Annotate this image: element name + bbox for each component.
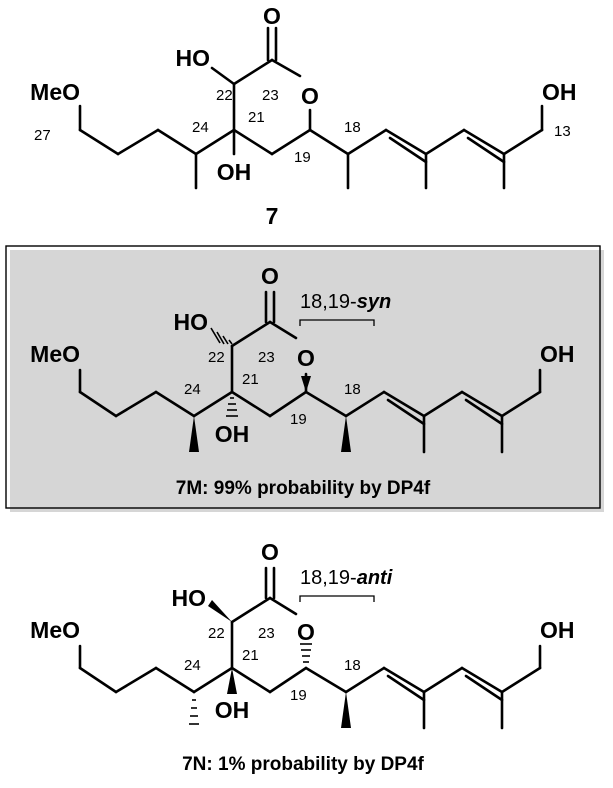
wedge-bond-c22-oh [208, 600, 232, 622]
methoxy-label-7n: MeO [30, 617, 80, 643]
locant-13: 13 [554, 123, 571, 140]
wedge-bond-c21-oh [227, 668, 237, 694]
carbonyl-oxygen-label-7n: O [261, 539, 279, 565]
locant-24-7m: 24 [184, 381, 201, 398]
locant-23-7n: 23 [258, 625, 275, 642]
locant-22-7m: 22 [208, 349, 225, 366]
relative-config-7n: 18,19-anti [300, 567, 393, 589]
hashed-bond-c22-oh [210, 327, 233, 345]
locant-27: 27 [34, 127, 51, 144]
locant-21: 21 [248, 109, 265, 126]
hydroxyl-22-label-7m: HO [174, 309, 209, 335]
structure-7: O HO O MeO OH OH 22 23 21 24 27 19 18 13… [30, 3, 576, 229]
locant-22-7n: 22 [208, 625, 225, 642]
hydroxyl-21-label-7n: OH [215, 697, 250, 723]
ring-oxygen-label-7m: O [297, 345, 315, 371]
structure-7m-panel: 18,19-syn O HO O MeO OH OH 22 23 21 24 1… [5, 245, 604, 512]
hydroxyl-21-label: OH [217, 159, 252, 185]
structure-7n-panel: 18,19-anti O HO O MeO OH OH 22 23 21 24 … [30, 539, 574, 775]
locant-18-7m: 18 [344, 381, 361, 398]
hashed-bond-c19-o [300, 643, 312, 663]
wedge-bond-c18-methyl [341, 416, 351, 452]
hydroxyl-13-label-7n: OH [540, 617, 575, 643]
locant-24-7n: 24 [184, 657, 201, 674]
locant-19-7n: 19 [290, 687, 307, 704]
hydroxyl-22-label-7n: HO [172, 585, 207, 611]
relative-config-7m: 18,19-syn [300, 291, 391, 313]
wedge-bond-c24-methyl [189, 416, 199, 452]
bond-c23-c22 [232, 58, 274, 86]
relative-config-bracket-7n [299, 595, 375, 602]
caption-7m: 7M: 99% probability by DP4f [176, 478, 431, 499]
ring-oxygen-label-7n: O [297, 619, 315, 645]
hydroxyl-22-label: HO [176, 45, 211, 71]
locant-18-7n: 18 [344, 657, 361, 674]
caption-7n: 7N: 1% probability by DP4f [182, 754, 424, 775]
locant-18: 18 [344, 119, 361, 136]
locant-23-7m: 23 [258, 349, 275, 366]
locant-23: 23 [262, 87, 279, 104]
compound-label-7: 7 [266, 203, 279, 229]
methoxy-label: MeO [30, 79, 80, 105]
carbonyl-oxygen-label-7m: O [261, 263, 279, 289]
locant-19-7m: 19 [290, 411, 307, 428]
ring-oxygen-label: O [301, 83, 319, 109]
carbonyl-oxygen-label: O [263, 3, 281, 29]
locant-22: 22 [216, 87, 233, 104]
wedge-bond-c18-methyl-7n [341, 692, 351, 728]
wedge-bond-c19-o [301, 376, 311, 392]
relative-config-bracket [299, 319, 375, 326]
highlight-box [5, 245, 601, 509]
locant-21-7m: 21 [242, 371, 259, 388]
locant-24: 24 [192, 119, 209, 136]
hydroxyl-13-label-7m: OH [540, 341, 575, 367]
hashed-bond-c21-oh [226, 397, 238, 417]
methoxy-label-7m: MeO [30, 341, 80, 367]
hydroxyl-13-label: OH [542, 79, 577, 105]
locant-21-7n: 21 [242, 647, 259, 664]
hydroxyl-21-label-7m: OH [215, 421, 250, 447]
locant-19: 19 [294, 149, 311, 166]
hashed-bond-c24-methyl [189, 699, 199, 725]
